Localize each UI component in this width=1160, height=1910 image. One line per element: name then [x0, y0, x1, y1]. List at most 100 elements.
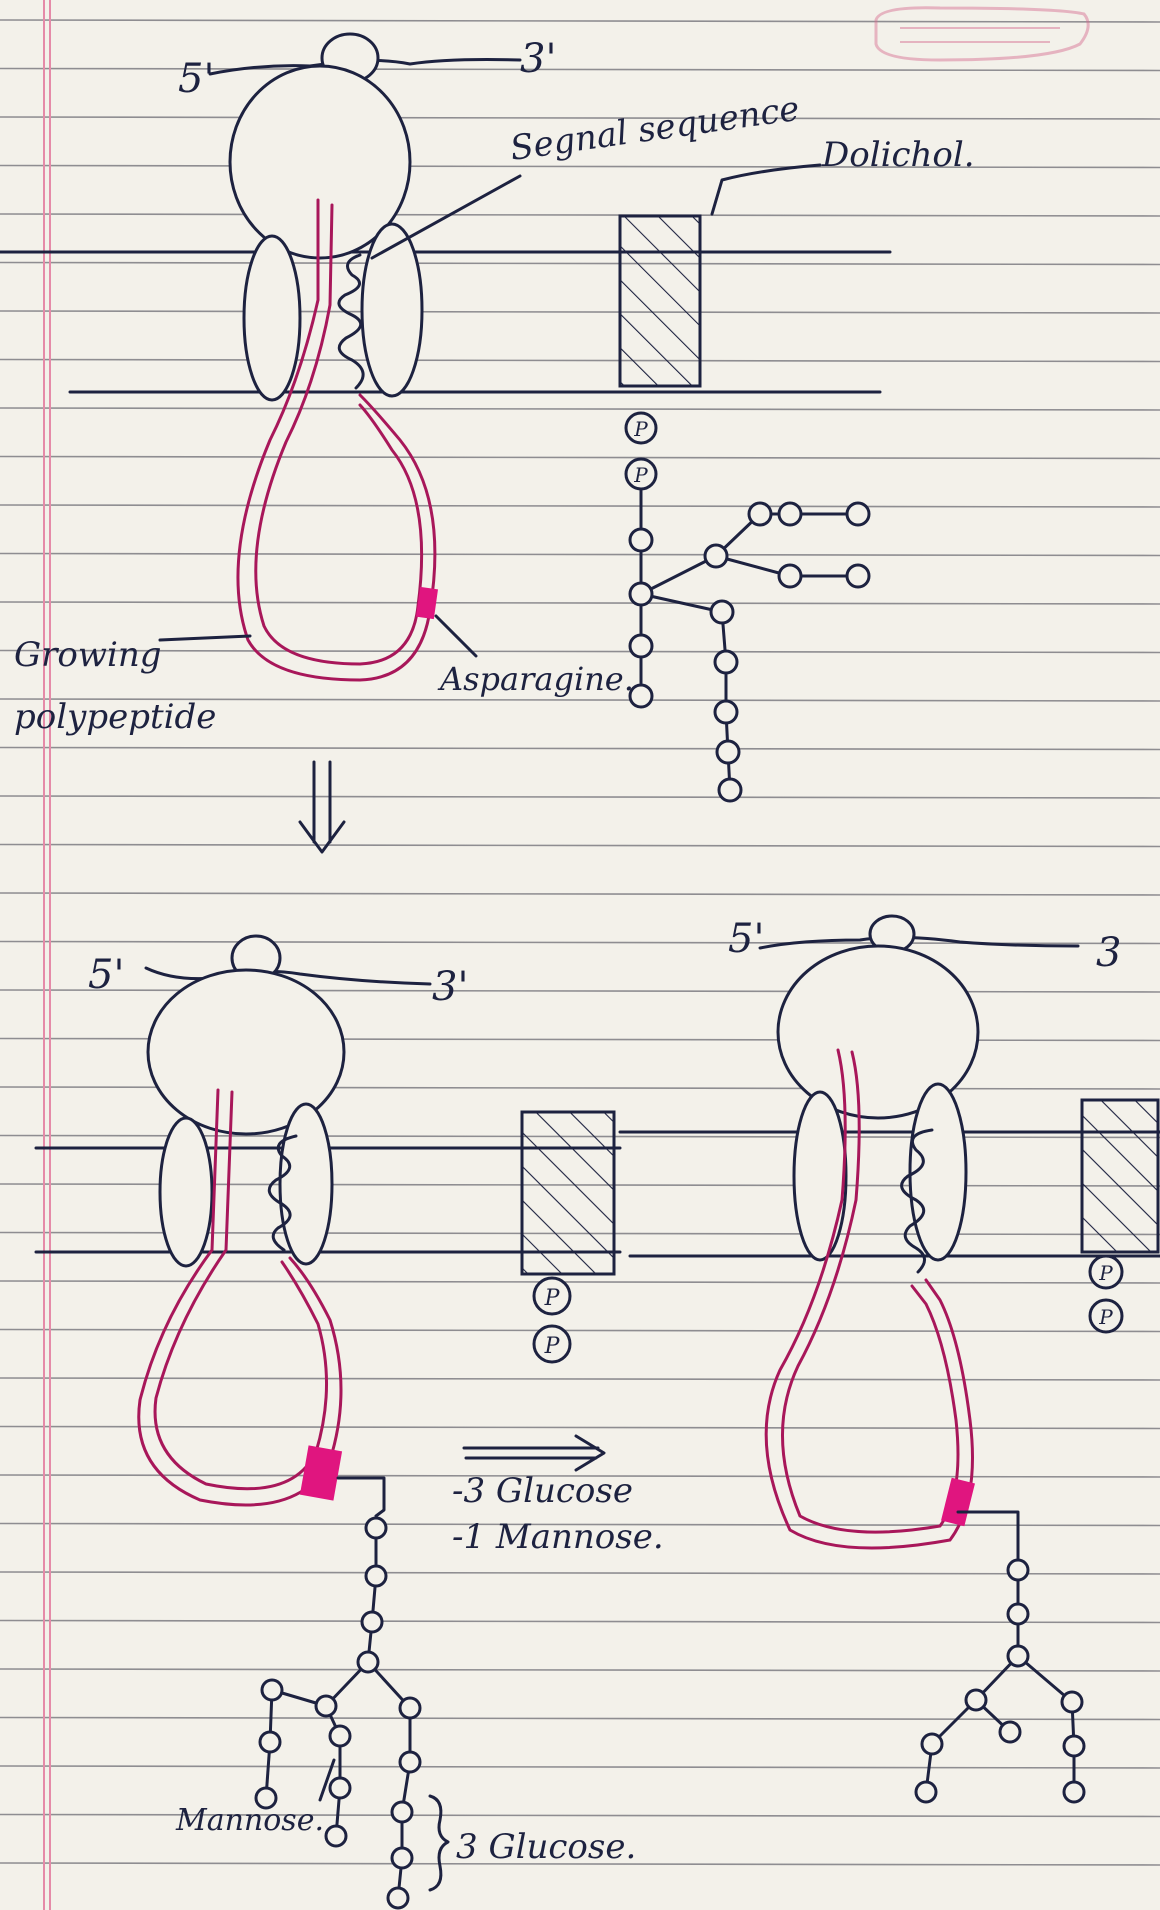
phosphate-1: P [626, 413, 656, 443]
rule-line [0, 408, 1160, 410]
asparagine-block-br [941, 1478, 975, 1526]
label-mannose: Mannose. [175, 1803, 324, 1838]
phosphate-br-2: P [1090, 1300, 1122, 1332]
sugar-residue [630, 583, 652, 605]
sugar-residue [330, 1726, 350, 1746]
rule-line [0, 602, 1160, 604]
step-arrow: -3 Glucose -1 Mannose. [452, 1436, 664, 1557]
sugar-residue [630, 529, 652, 551]
label-5prime-br: 5' [728, 916, 764, 962]
pointer-growing [160, 636, 250, 640]
sugar-residue [966, 1690, 986, 1710]
translocon-right-bl [280, 1104, 332, 1264]
sugar-residue [392, 1802, 412, 1822]
sugar-residue [847, 503, 869, 525]
sugar-residue [779, 565, 801, 587]
rule-line [0, 457, 1160, 459]
label-5prime-top: 5' [178, 56, 214, 102]
sugar-residue [717, 741, 739, 763]
phosphate-bl-1: P [534, 1278, 570, 1314]
svg-text:P: P [1098, 1261, 1113, 1285]
svg-text:P: P [633, 417, 648, 441]
label-three-glucose: 3 Glucose. [456, 1827, 636, 1867]
rule-line [0, 69, 1160, 71]
sugar-residue [779, 503, 801, 525]
sugar-residue [1008, 1560, 1028, 1580]
rule-line [0, 166, 1160, 168]
oligosaccharide-tree-top [630, 489, 869, 801]
sugar-residue [400, 1752, 420, 1772]
sugar-residue [366, 1566, 386, 1586]
sugar-residue [1008, 1604, 1028, 1624]
sugar-residue [719, 779, 741, 801]
rule-line [0, 1718, 1160, 1720]
sugar-residue [1008, 1646, 1028, 1666]
label-minus-glucose: -3 Glucose [452, 1471, 633, 1511]
label-growing: Growing [14, 635, 162, 675]
sugar-residue [262, 1680, 282, 1700]
sugar-residue [326, 1826, 346, 1846]
oligosaccharide-tree-bottom-right [916, 1512, 1084, 1802]
rule-line [0, 1330, 1160, 1332]
sugar-residue [358, 1652, 378, 1672]
sugar-residue [630, 635, 652, 657]
sugar-residue [715, 701, 737, 723]
panel-bottom-left: P P 5' 3' Mannose. 3 Glucose. [36, 936, 636, 1908]
sugar-residue [1000, 1722, 1020, 1742]
label-5prime-bl: 5' [88, 952, 124, 998]
panel-top: P P 5' 3' Segnal sequence Dolichol. Grow… [0, 34, 975, 852]
label-asparagine: Asparagine. [437, 660, 634, 698]
label-3-br: 3 [1096, 930, 1121, 976]
oligosaccharide-tree-bottom-left [256, 1478, 420, 1908]
rule-line [0, 1378, 1160, 1380]
dolichol-block-br [1082, 1100, 1158, 1252]
brace-glucose [430, 1796, 448, 1890]
rule-line [0, 505, 1160, 507]
pointer-asparagine [436, 616, 476, 656]
rule-line [0, 1815, 1160, 1817]
sugar-residue [366, 1518, 386, 1538]
rule-line [0, 214, 1160, 216]
rule-line [0, 1669, 1160, 1671]
svg-text:P: P [544, 1286, 561, 1311]
rule-line [0, 554, 1160, 556]
sugar-residue [330, 1778, 350, 1798]
rule-line [0, 1766, 1160, 1768]
label-polypeptide: polypeptide [14, 697, 216, 737]
rule-line [0, 893, 1160, 895]
translocon-right [362, 224, 422, 396]
rule-line [0, 263, 1160, 265]
rule-line [0, 1427, 1160, 1429]
label-signal-sequence: Segnal sequence [508, 89, 802, 169]
sugar-residue [749, 503, 771, 525]
rule-line [0, 311, 1160, 313]
rule-line [0, 1281, 1160, 1283]
sugar-residue [1064, 1736, 1084, 1756]
sugar-residue [1062, 1692, 1082, 1712]
label-3prime-bl: 3' [432, 964, 468, 1010]
sugar-residue [1064, 1782, 1084, 1802]
sugar-residue [362, 1612, 382, 1632]
rule-line [0, 845, 1160, 847]
svg-text:P: P [633, 463, 648, 487]
translocon-left-br [794, 1092, 846, 1260]
label-dolichol: Dolichol. [821, 135, 975, 175]
notebook-logo [876, 8, 1088, 60]
rule-line [0, 796, 1160, 798]
asparagine-link [338, 1478, 384, 1516]
translocon-right-br [910, 1084, 966, 1260]
svg-text:P: P [1098, 1305, 1113, 1329]
sugar-residue [711, 601, 733, 623]
sugar-residue [260, 1732, 280, 1752]
panel-bottom-right: P P 5' 3 [620, 916, 1160, 1802]
sugar-residue [400, 1698, 420, 1718]
rule-line [0, 1572, 1160, 1574]
sugar-residue [388, 1888, 408, 1908]
svg-text:P: P [544, 1334, 561, 1359]
down-arrow-icon [300, 762, 344, 852]
rule-line [0, 1621, 1160, 1623]
sugar-residue [922, 1734, 942, 1754]
sugar-residue [847, 565, 869, 587]
